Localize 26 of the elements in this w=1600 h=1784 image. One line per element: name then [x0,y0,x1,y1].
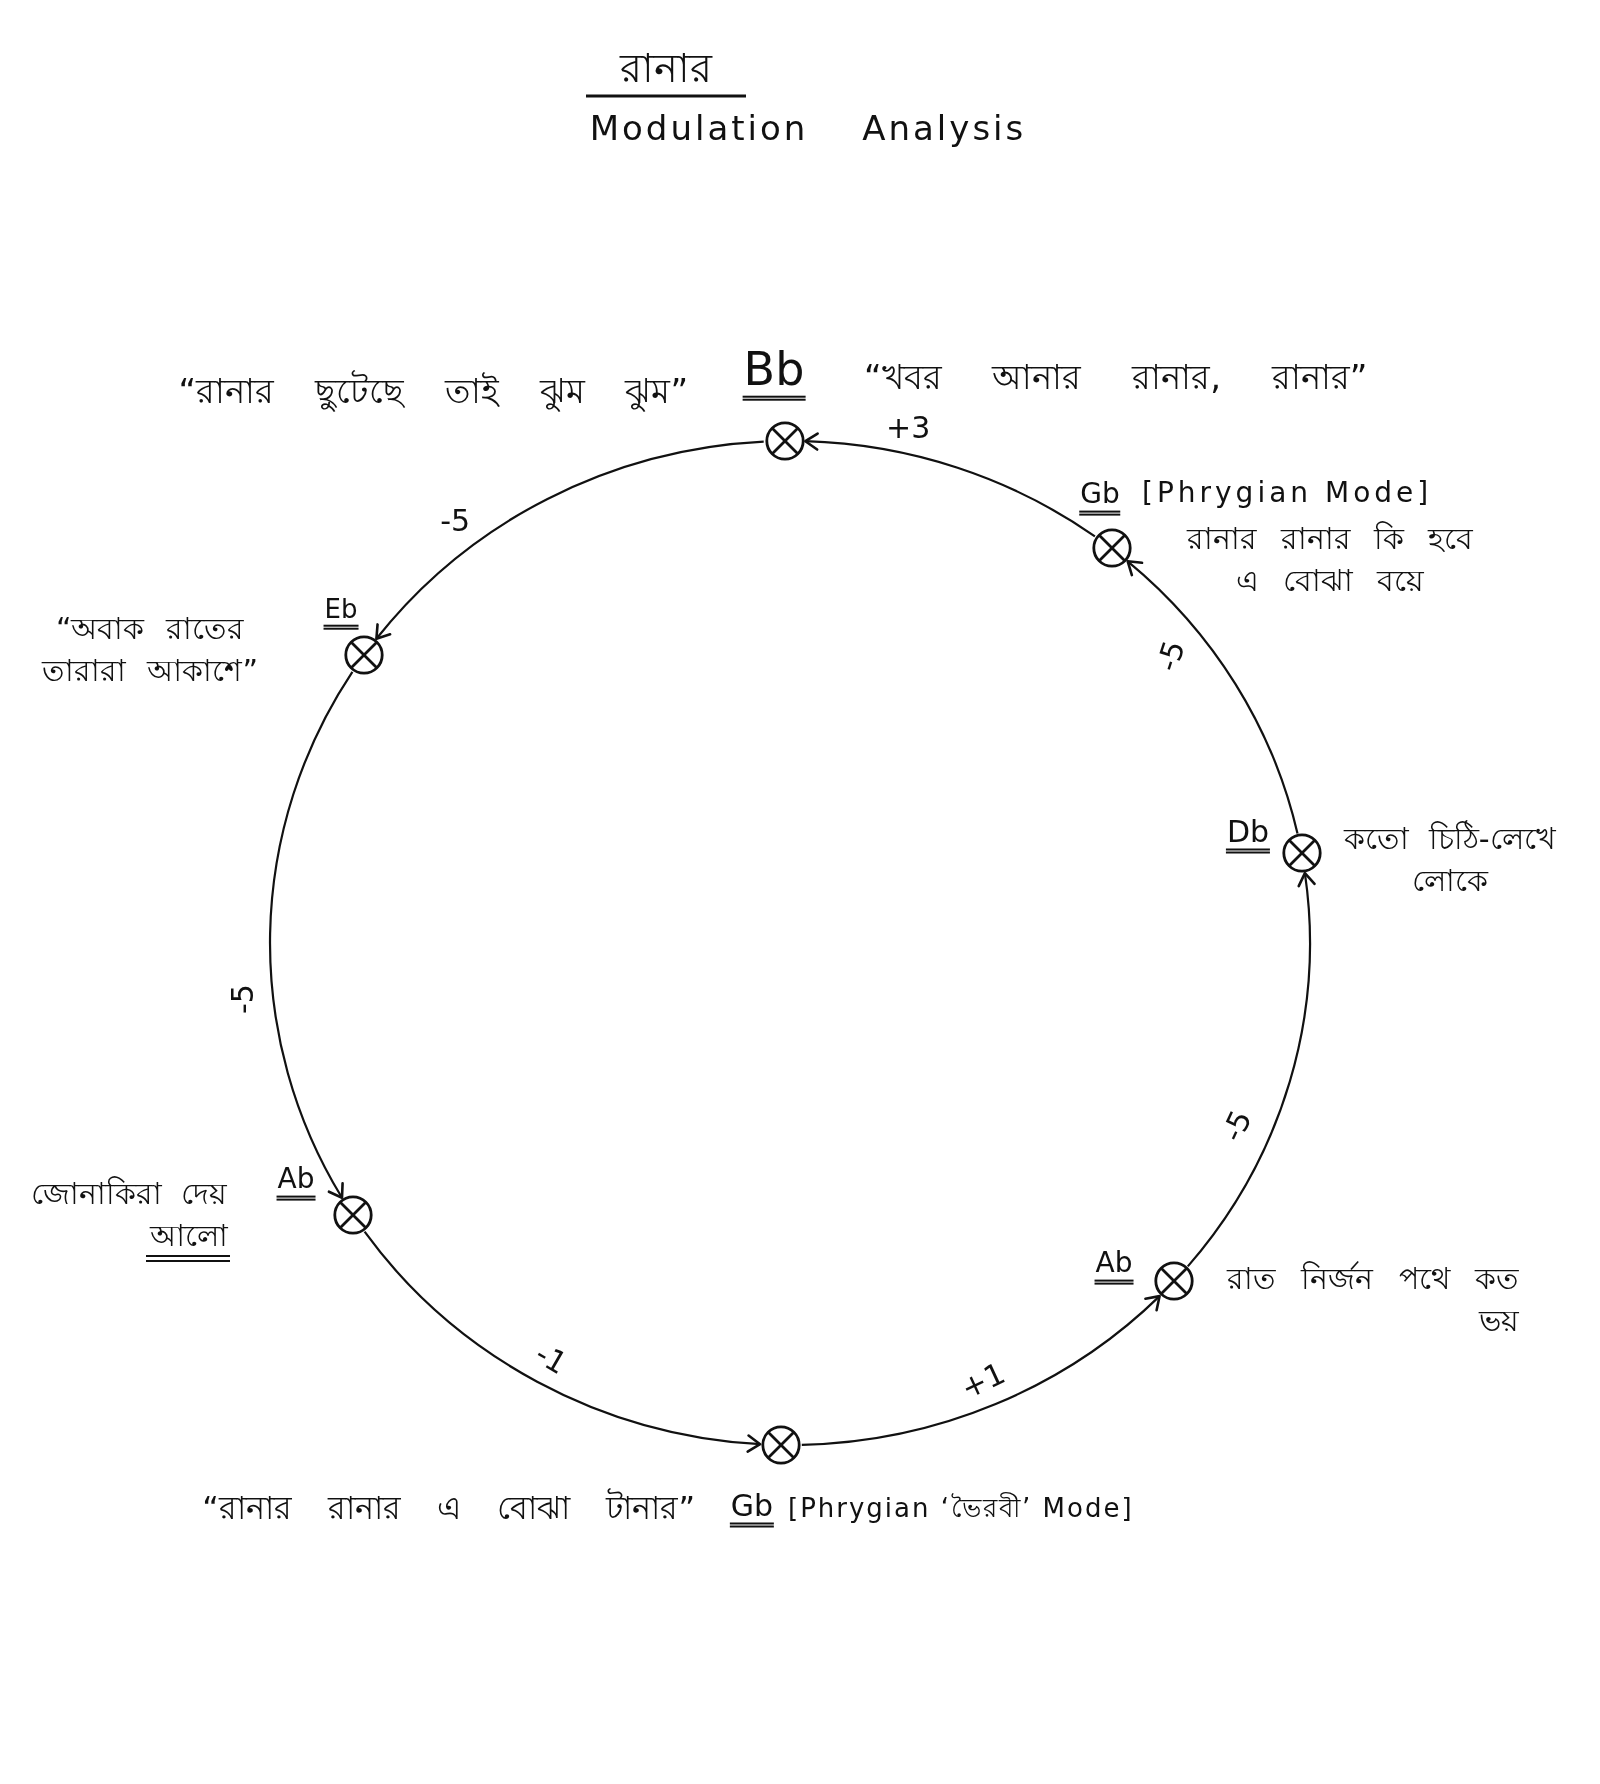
lyric-text: কতো চিঠি-লেখে লোকে [1343,819,1557,900]
lyric-text: “রানার রানার এ বোঝা টানার” [202,1487,695,1529]
lyric-text: “খবর আনার রানার, রানার” [864,356,1368,400]
key-label: Eb [323,594,359,630]
arc-arrow [1186,871,1316,1268]
arc-arrow [804,432,1096,538]
key-label: Db [1225,814,1271,854]
key-label: Ab [276,1163,316,1201]
lyric-text: রানার রানার কি হবে এ বোঝা বয়ে [1186,520,1474,600]
lyric-text: “রানার ছুটেছে তাই ঝুম ঝুম” [178,369,688,414]
key-label: Ab [1094,1247,1134,1285]
mode-label: [Phrygian Mode] [1142,474,1433,510]
arc-arrow [1126,560,1299,834]
lyric-text: “অবাক রাতের তারারা আকাশে” [40,610,260,690]
arc-arrow [363,1231,762,1453]
arc-arrow [269,671,354,1200]
arc-arrow [801,1294,1161,1446]
key-label: Bb [742,343,806,401]
lyric-text: রাত নির্জন পথে কত ভয় [1225,1260,1520,1340]
lyric-text: জোনাকিরা দেয় আলো [29,1175,228,1255]
key-label: Gb [729,1488,775,1528]
subtitle: Modulation Analysis [589,106,1027,150]
mode-label: [Phrygian ‘ভৈরবী’ Mode] [788,1491,1134,1525]
arc-arrow [375,440,764,641]
title: রানার [586,42,746,98]
key-label: Gb [1079,478,1121,516]
